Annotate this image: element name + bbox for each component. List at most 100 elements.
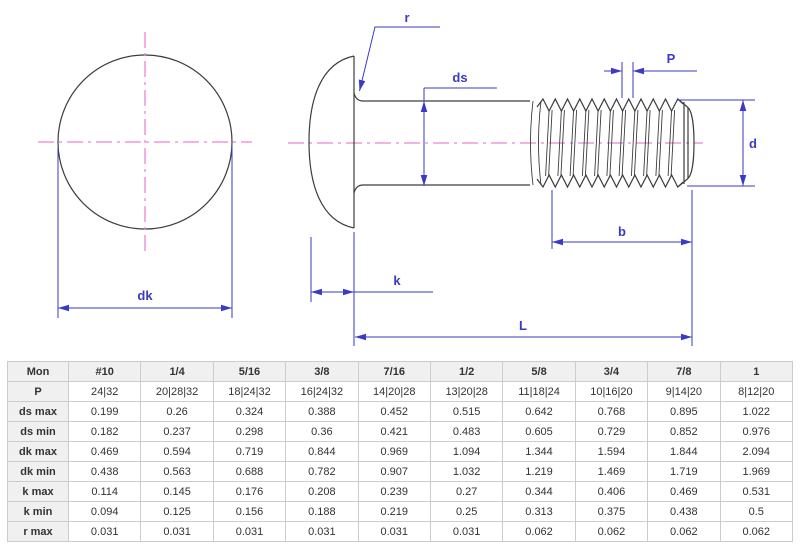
table-cell: 1.719 bbox=[647, 461, 721, 482]
front-view: dk bbox=[38, 32, 252, 318]
table-cell: 0.483 bbox=[429, 421, 504, 442]
table-cell: 0.062 bbox=[502, 521, 576, 542]
l-dimension: L bbox=[355, 190, 693, 346]
table-cell: 0.406 bbox=[574, 481, 649, 502]
b-label: b bbox=[618, 224, 626, 239]
table-cell: 0.031 bbox=[285, 521, 359, 542]
table-cell: 18|24|32 bbox=[212, 381, 287, 402]
table-cell: 0.344 bbox=[502, 481, 576, 502]
row-label: r max bbox=[7, 521, 69, 542]
table-cell: 0.208 bbox=[285, 481, 359, 502]
table-cell: 0.145 bbox=[140, 481, 214, 502]
table-cell: 0.237 bbox=[140, 421, 214, 442]
table-cell: 8|12|20 bbox=[719, 381, 794, 402]
d-label: d bbox=[749, 136, 757, 151]
table-cell: 20|28|32 bbox=[140, 381, 214, 402]
shank-top-edge bbox=[353, 92, 530, 102]
column-header: 3/8 bbox=[285, 361, 359, 382]
row-label: k max bbox=[7, 481, 69, 502]
l-label: L bbox=[519, 318, 527, 333]
table-cell: 10|16|20 bbox=[574, 381, 649, 402]
table-cell: 13|20|28 bbox=[429, 381, 504, 402]
table-cell: 0.199 bbox=[67, 401, 142, 422]
column-header: Mon bbox=[7, 361, 69, 382]
table-cell: 0.36 bbox=[285, 421, 359, 442]
table-cell: 0.844 bbox=[285, 441, 359, 462]
table-cell: 0.26 bbox=[140, 401, 214, 422]
row-label: ds max bbox=[7, 401, 69, 422]
table-cell: 0.062 bbox=[574, 521, 649, 542]
dk-label: dk bbox=[137, 288, 153, 303]
table-cell: 0.094 bbox=[67, 501, 142, 522]
table-cell: 0.563 bbox=[140, 461, 214, 482]
head-dome bbox=[308, 55, 355, 229]
table-cell: 0.469 bbox=[67, 441, 142, 462]
table-cell: 1.219 bbox=[502, 461, 576, 482]
table-cell: 0.388 bbox=[285, 401, 359, 422]
k-dimension: k bbox=[310, 232, 433, 346]
table-cell: 24|32 bbox=[67, 381, 142, 402]
column-header: 1 bbox=[719, 361, 794, 382]
table-cell: 1.844 bbox=[647, 441, 721, 462]
table-cell: 0.531 bbox=[719, 481, 794, 502]
table-cell: 0.25 bbox=[429, 501, 504, 522]
table-cell: 1.032 bbox=[429, 461, 504, 482]
table-cell: 0.062 bbox=[647, 521, 721, 542]
table-cell: 0.031 bbox=[67, 521, 142, 542]
thread-runout bbox=[530, 100, 542, 186]
table-cell: 0.421 bbox=[357, 421, 431, 442]
carriage-bolt-diagram: dk r ds bbox=[38, 10, 757, 346]
p-dimension: P bbox=[604, 51, 697, 98]
row-label: P bbox=[7, 381, 69, 402]
table-cell: 0.768 bbox=[574, 401, 649, 422]
table-cell: 0.156 bbox=[212, 501, 287, 522]
table-cell: 0.031 bbox=[357, 521, 431, 542]
table-cell: 0.515 bbox=[429, 401, 504, 422]
technical-drawing: dk r ds bbox=[38, 10, 757, 346]
table-cell: 1.022 bbox=[719, 401, 794, 422]
table-cell: 0.239 bbox=[357, 481, 431, 502]
table-cell: 0.27 bbox=[429, 481, 504, 502]
row-label: dk min bbox=[7, 461, 69, 482]
dk-dimension: dk bbox=[57, 147, 233, 318]
table-cell: 0.031 bbox=[212, 521, 287, 542]
column-header: 7/8 bbox=[647, 361, 721, 382]
table-cell: 0.852 bbox=[647, 421, 721, 442]
table-cell: 2.094 bbox=[719, 441, 794, 462]
k-label: k bbox=[393, 273, 401, 288]
table-cell: 1.344 bbox=[502, 441, 576, 462]
table-cell: 0.219 bbox=[357, 501, 431, 522]
ds-label: ds bbox=[452, 70, 467, 85]
row-label: ds min bbox=[7, 421, 69, 442]
table-cell: 0.298 bbox=[212, 421, 287, 442]
table-cell: 0.114 bbox=[67, 481, 142, 502]
table-cell: 0.324 bbox=[212, 401, 287, 422]
column-header: 5/16 bbox=[212, 361, 287, 382]
row-label: k min bbox=[7, 501, 69, 522]
shank-bottom-edge bbox=[353, 184, 530, 194]
table-cell: 0.907 bbox=[357, 461, 431, 482]
table-cell: 1.094 bbox=[429, 441, 504, 462]
side-view: r ds P d b bbox=[288, 10, 757, 346]
column-header: 5/8 bbox=[502, 361, 576, 382]
table-cell: 0.313 bbox=[502, 501, 576, 522]
table-cell: 0.594 bbox=[140, 441, 214, 462]
row-label: dk max bbox=[7, 441, 69, 462]
ds-dimension: ds bbox=[420, 70, 497, 186]
table-cell: 0.642 bbox=[502, 401, 576, 422]
table-cell: 0.031 bbox=[140, 521, 214, 542]
table-cell: 11|18|24 bbox=[502, 381, 576, 402]
column-header: 1/4 bbox=[140, 361, 214, 382]
bolt-tip-chamfer bbox=[677, 98, 695, 188]
table-cell: 0.125 bbox=[140, 501, 214, 522]
column-header: 7/16 bbox=[357, 361, 431, 382]
